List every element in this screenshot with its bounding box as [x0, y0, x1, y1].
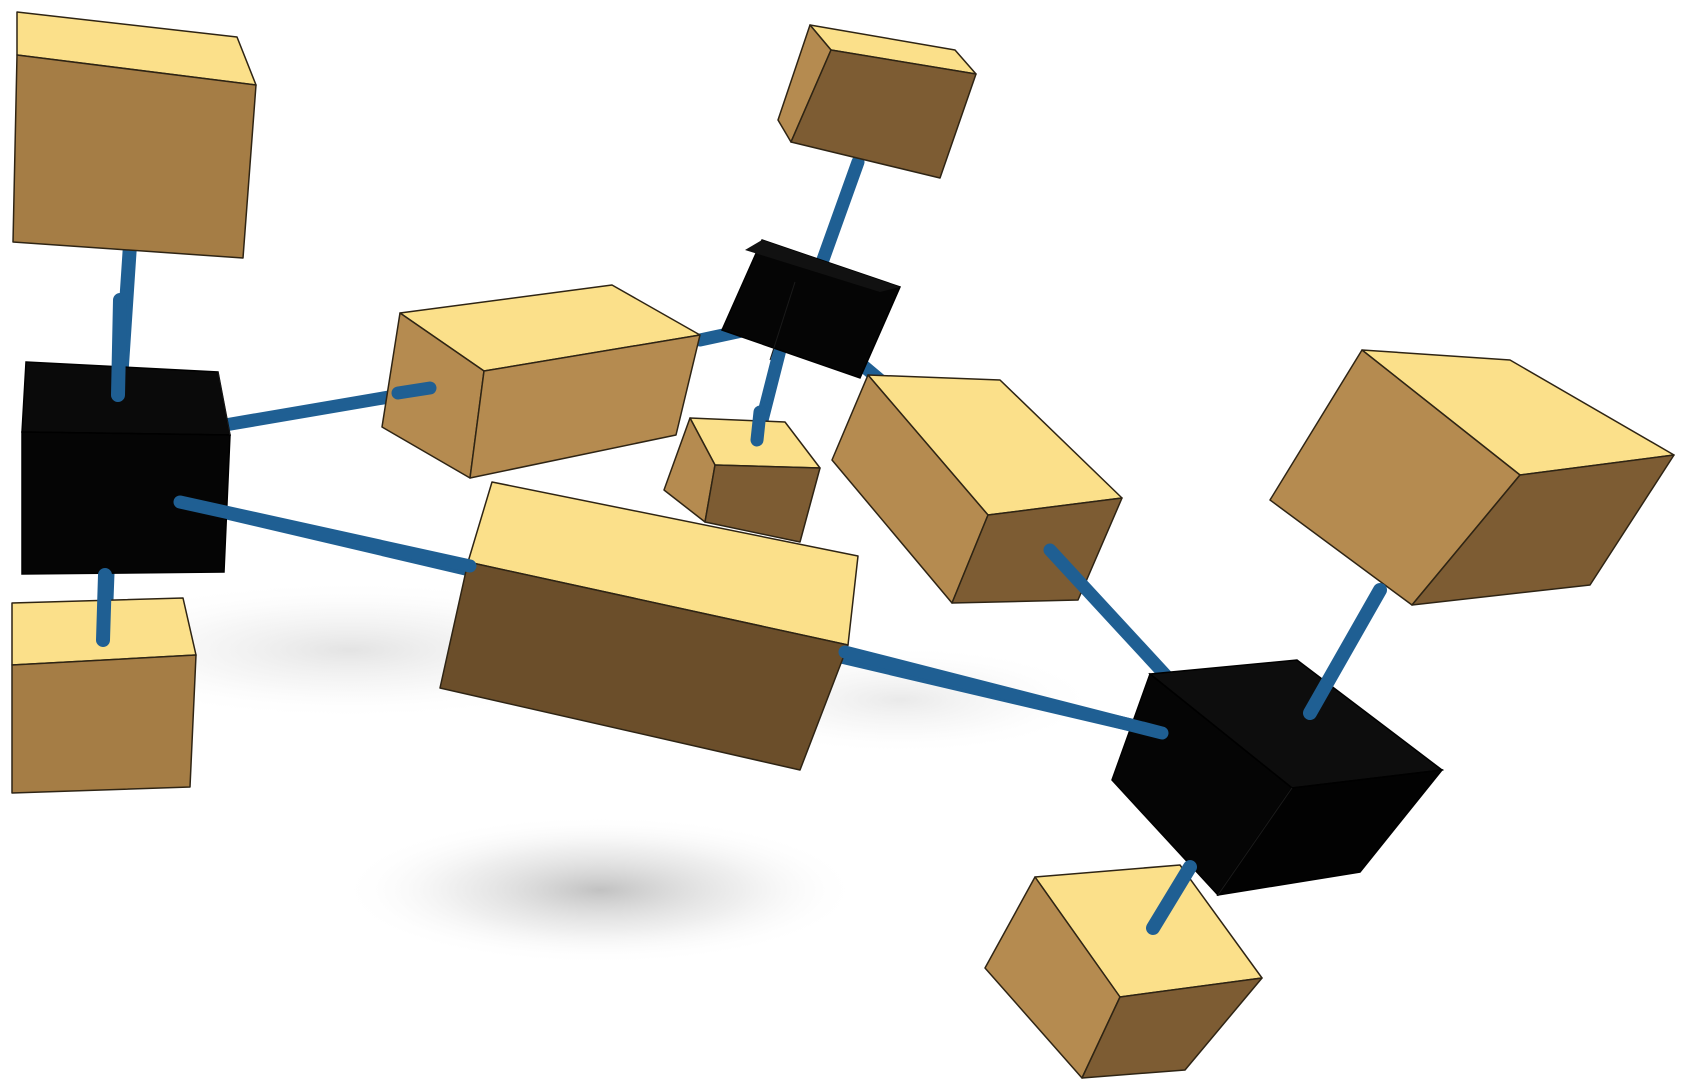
hub-left	[21, 361, 231, 575]
link-hub-left-box-large-center-stub	[173, 495, 477, 573]
box-mid-left	[381, 284, 701, 479]
box-bottom-right	[984, 864, 1263, 1079]
link-stub-small-center	[750, 405, 767, 447]
link-stub-mid-right	[1043, 543, 1177, 687]
link-stub-mid-left	[391, 381, 437, 400]
box-mid-right	[831, 374, 1123, 604]
hub-center	[720, 239, 902, 379]
link-stub-top-left	[111, 293, 127, 402]
box-large-center	[439, 481, 859, 771]
box-top-right	[1269, 349, 1675, 606]
box-top-left	[12, 11, 257, 259]
link-hub-right-box-bottom-right	[1146, 860, 1197, 935]
link-hub-right-box-top-right	[1303, 583, 1387, 720]
hub-right	[1111, 659, 1444, 897]
link-hub-center-box-top-center	[813, 155, 865, 275]
link-hub-left-hub-right-end	[838, 645, 1169, 740]
link-stub-bottom-left	[96, 568, 112, 647]
box-top-center	[777, 24, 977, 179]
